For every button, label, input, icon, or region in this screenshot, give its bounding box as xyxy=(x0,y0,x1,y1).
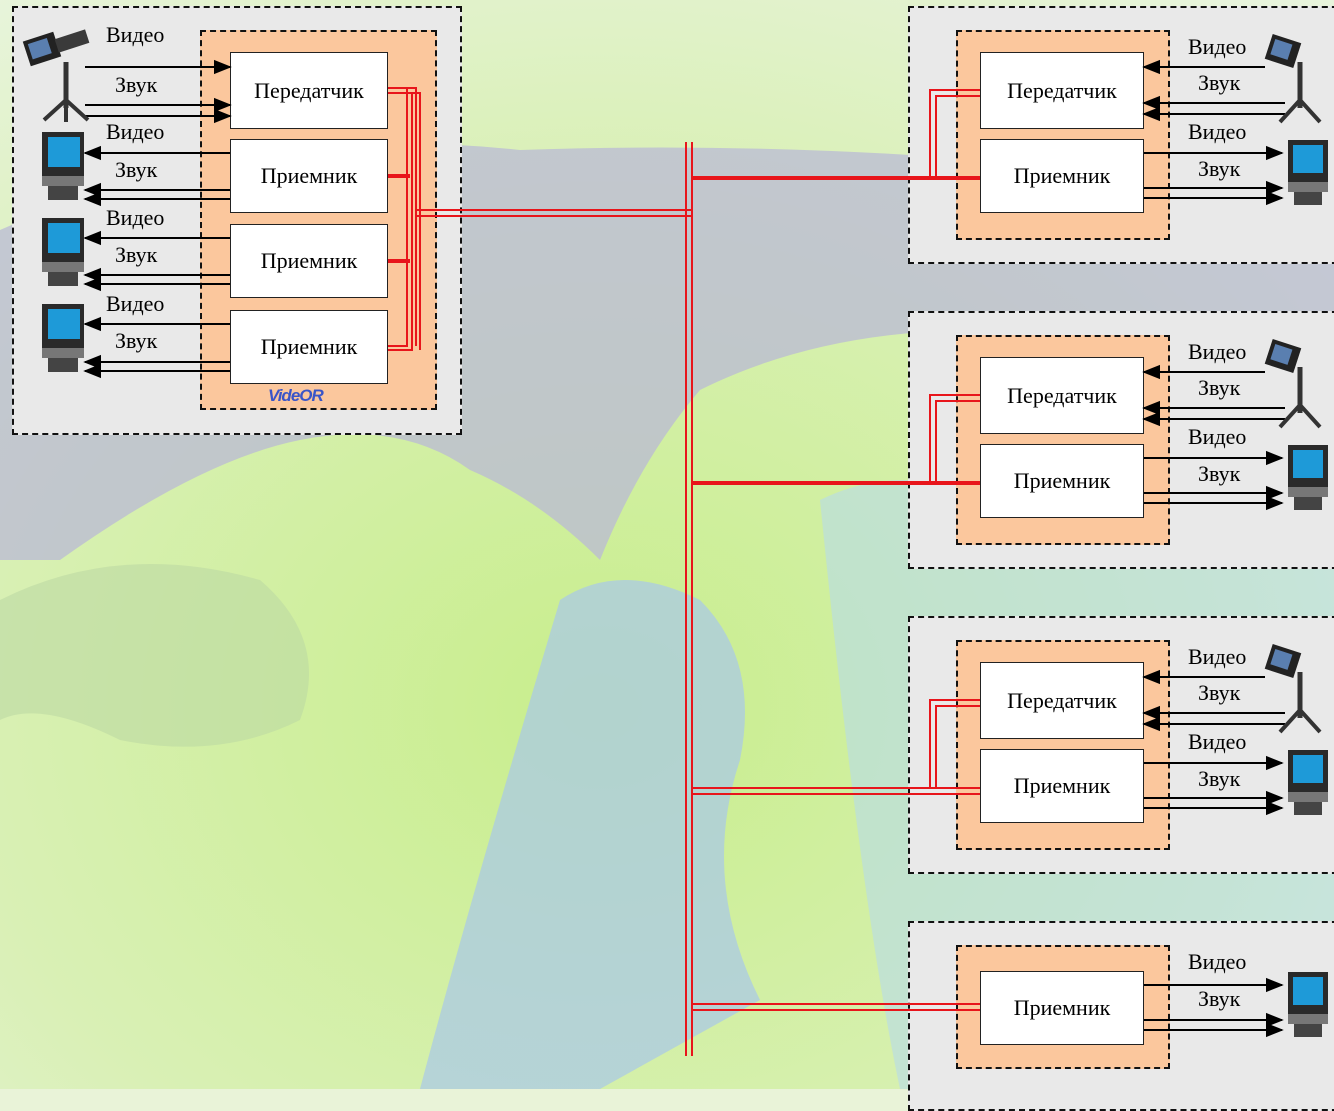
monitor-icon xyxy=(42,304,84,372)
video-label: Видео xyxy=(1188,644,1247,669)
audio-label: Звук xyxy=(1198,375,1241,400)
receiver-box: Приемник xyxy=(980,971,1144,1045)
video-label: Видео xyxy=(1188,119,1247,144)
monitor-icon xyxy=(1288,750,1328,815)
video-camera-icon xyxy=(22,29,90,122)
video-label: Видео xyxy=(106,291,165,316)
monitor-icon xyxy=(1288,445,1328,510)
transmitter-box: Передатчик xyxy=(230,52,388,129)
video-label: Видео xyxy=(1188,729,1247,754)
transmitter-box: Передатчик xyxy=(980,357,1144,434)
monitor-icon xyxy=(42,132,84,200)
monitor-icon xyxy=(1288,140,1328,205)
receiver-box: Приемник xyxy=(230,224,388,298)
videor-logo: VideOR xyxy=(268,386,324,405)
video-camera-icon xyxy=(1264,34,1322,124)
receiver-box: Приемник xyxy=(980,749,1144,823)
video-label: Видео xyxy=(1188,339,1247,364)
monitor-icon xyxy=(42,218,84,286)
audio-label: Звук xyxy=(115,72,158,97)
audio-label: Звук xyxy=(115,157,158,182)
audio-label: Звук xyxy=(1198,766,1241,791)
audio-label: Звук xyxy=(1198,461,1241,486)
receiver-box: Приемник xyxy=(980,444,1144,518)
receiver-box: Приемник xyxy=(230,310,388,384)
audio-label: Звук xyxy=(1198,156,1241,181)
video-label: Видео xyxy=(1188,34,1247,59)
video-label: Видео xyxy=(1188,424,1247,449)
receiver-box: Приемник xyxy=(980,139,1144,213)
video-camera-icon xyxy=(1264,339,1322,429)
video-label: Видео xyxy=(106,205,165,230)
audio-label: Звук xyxy=(1198,70,1241,95)
audio-label: Звук xyxy=(1198,680,1241,705)
receiver-box: Приемник xyxy=(230,139,388,213)
transmitter-box: Передатчик xyxy=(980,52,1144,129)
video-camera-icon xyxy=(1264,644,1322,734)
video-label: Видео xyxy=(1188,949,1247,974)
transmitter-box: Передатчик xyxy=(980,662,1144,739)
video-label: Видео xyxy=(106,119,165,144)
audio-label: Звук xyxy=(115,242,158,267)
video-label: Видео xyxy=(106,22,165,47)
audio-label: Звук xyxy=(115,328,158,353)
monitor-icon xyxy=(1288,972,1328,1037)
audio-label: Звук xyxy=(1198,986,1241,1011)
